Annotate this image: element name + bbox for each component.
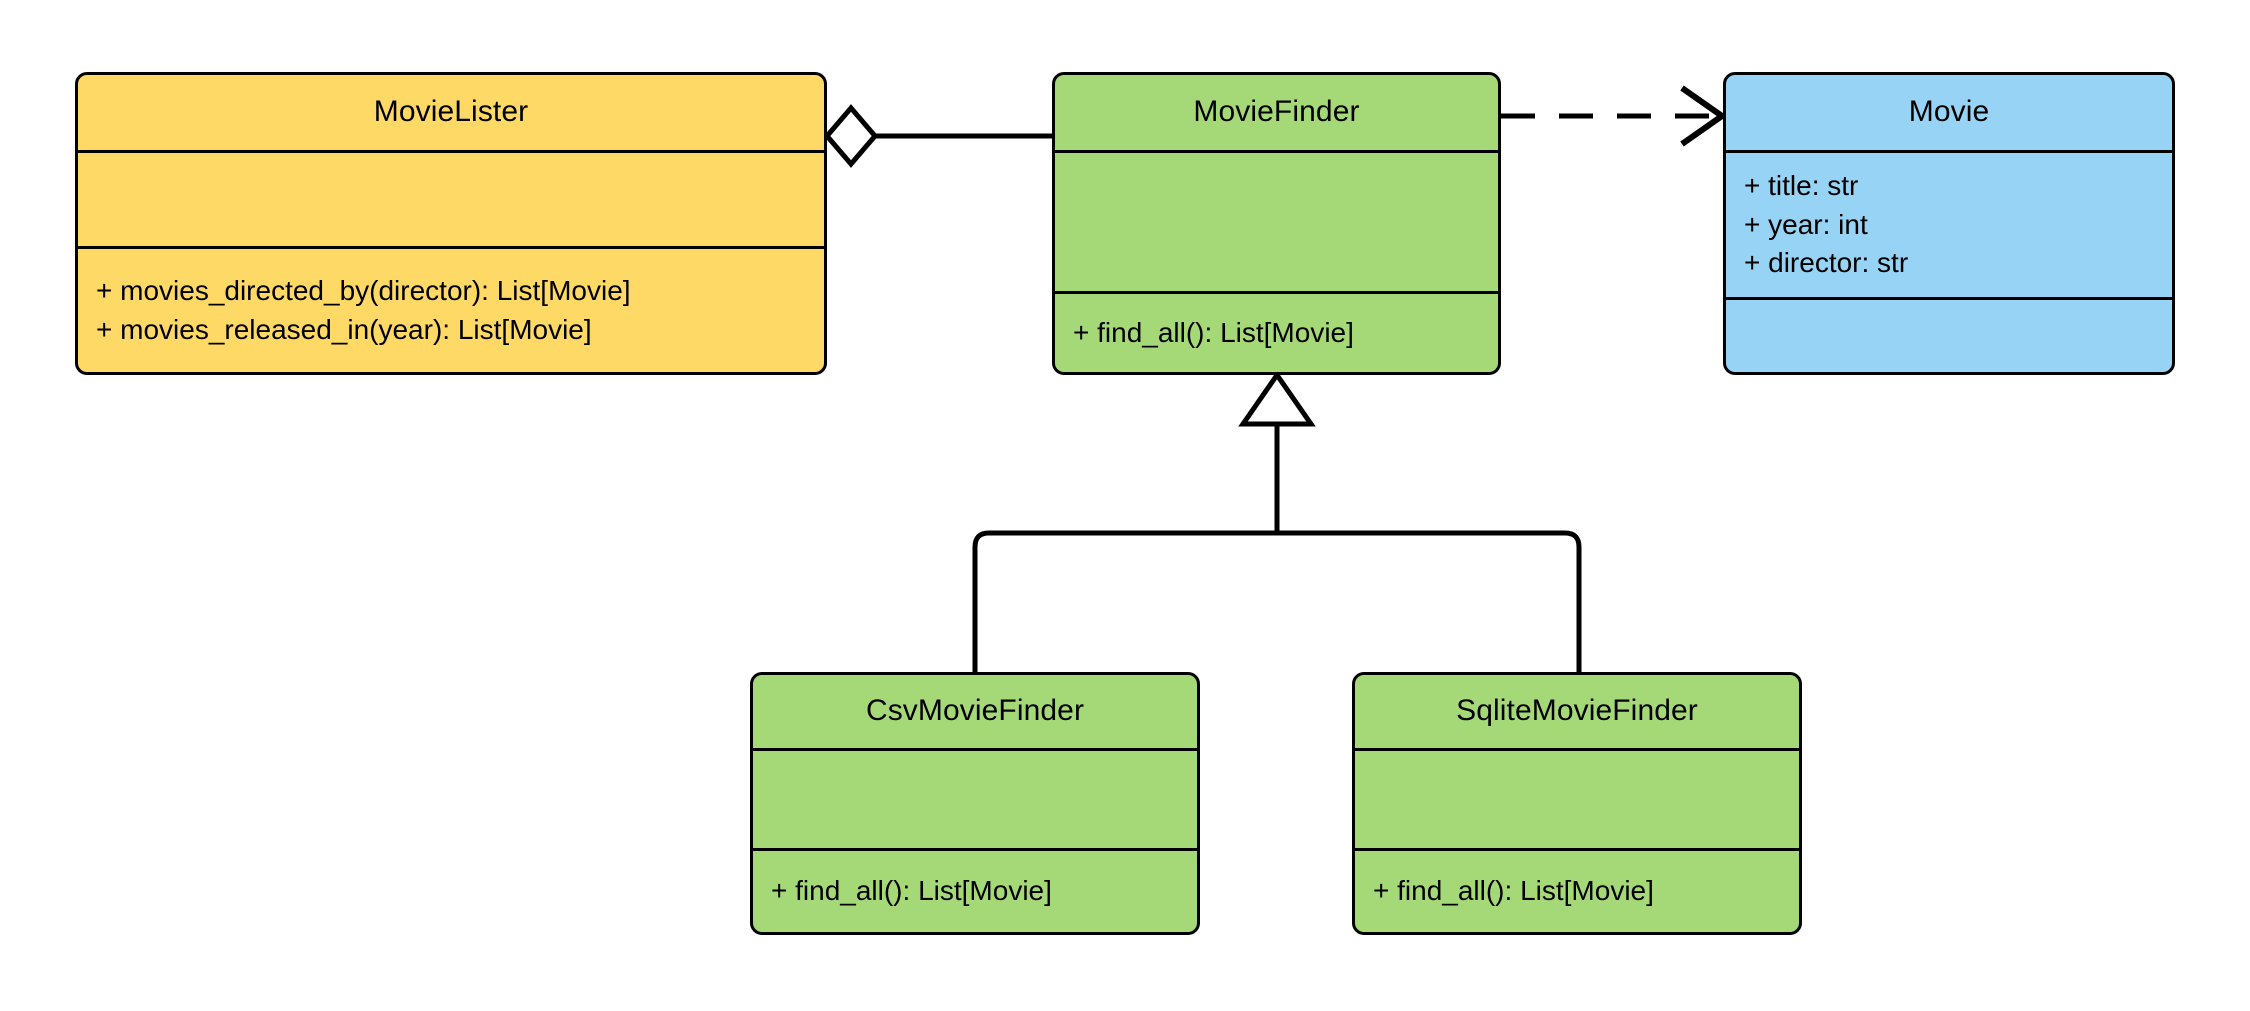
class-method-item: + find_all(): List[Movie] xyxy=(1073,316,1354,348)
class-methods-compartment: + find_all(): List[Movie] xyxy=(1055,294,1498,372)
class-method-item: + find_all(): List[Movie] xyxy=(1373,875,1654,907)
class-method-item: + movies_released_in(year): List[Movie] xyxy=(96,313,592,345)
class-name-label: SqliteMovieFinder xyxy=(1456,694,1698,728)
class-attributes-compartment: + title: str + year: int + director: str xyxy=(1726,153,2172,300)
generalization-branch-bar xyxy=(972,530,1582,672)
class-name-label: MovieFinder xyxy=(1193,95,1360,129)
class-box-movielister[interactable]: MovieLister + movies_directed_by(directo… xyxy=(75,72,827,375)
class-attributes-compartment xyxy=(1055,153,1498,294)
class-title-compartment: MovieLister xyxy=(78,75,824,153)
class-attribute-item: + year: int xyxy=(1744,208,1868,240)
class-box-sqlitemoviefinder[interactable]: SqliteMovieFinder + find_all(): List[Mov… xyxy=(1352,672,1802,935)
relationship-generalization-tree[interactable] xyxy=(972,370,1582,672)
class-method-item: + movies_directed_by(director): List[Mov… xyxy=(96,274,631,306)
class-attribute-item: + title: str xyxy=(1744,170,1859,202)
hollow-diamond-icon xyxy=(823,104,879,168)
class-box-moviefinder[interactable]: MovieFinder + find_all(): List[Movie] xyxy=(1052,72,1501,375)
class-title-compartment: MovieFinder xyxy=(1055,75,1498,153)
class-title-compartment: SqliteMovieFinder xyxy=(1355,675,1799,751)
class-box-csvmoviefinder[interactable]: CsvMovieFinder + find_all(): List[Movie] xyxy=(750,672,1200,935)
class-name-label: MovieLister xyxy=(373,95,529,129)
relationship-aggregation-lister-finder[interactable] xyxy=(823,104,1052,168)
class-attributes-compartment xyxy=(1355,751,1799,851)
class-attributes-compartment xyxy=(78,153,824,249)
class-methods-compartment: + find_all(): List[Movie] xyxy=(753,851,1197,932)
class-methods-compartment: + movies_directed_by(director): List[Mov… xyxy=(78,249,824,372)
class-methods-compartment xyxy=(1726,300,2172,372)
class-methods-compartment: + find_all(): List[Movie] xyxy=(1355,851,1799,932)
class-name-label: CsvMovieFinder xyxy=(865,694,1085,728)
class-name-label: Movie xyxy=(1908,95,1990,129)
class-attributes-compartment xyxy=(753,751,1197,851)
hollow-triangle-icon xyxy=(1238,370,1316,427)
relationship-dependency-finder-movie[interactable] xyxy=(1501,85,1728,147)
class-title-compartment: CsvMovieFinder xyxy=(753,675,1197,751)
class-attribute-item: + director: str xyxy=(1744,247,1909,279)
class-title-compartment: Movie xyxy=(1726,75,2172,153)
class-method-item: + find_all(): List[Movie] xyxy=(771,875,1052,907)
open-arrow-icon xyxy=(1680,85,1728,147)
class-box-movie[interactable]: Movie + title: str + year: int + directo… xyxy=(1723,72,2175,375)
